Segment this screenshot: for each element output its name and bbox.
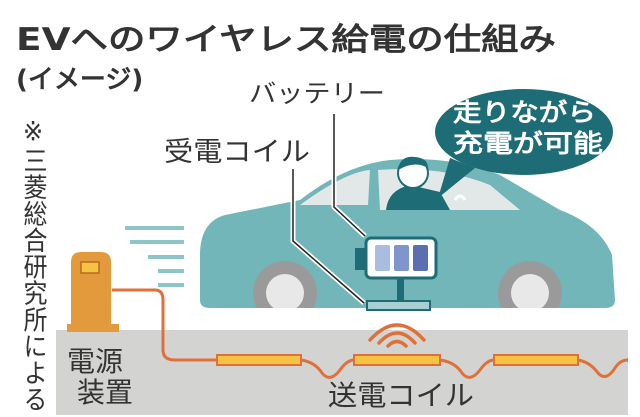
source-note: ※三菱総合研究所による (19, 116, 47, 412)
power-cable (112, 288, 629, 379)
transmitter-coils (216, 354, 579, 366)
power-unit-label-1: 電源 (67, 345, 123, 378)
wireless-wave-icon (368, 323, 426, 348)
receiver-coil-label: 受電コイル (164, 137, 310, 168)
power-unit-label-2: 装置 (77, 376, 133, 409)
leader-lines (290, 114, 367, 305)
title: EVへのワイヤレス給電の仕組み (16, 22, 556, 58)
speech-bubble: 走りながら 充電が可能 (435, 89, 613, 198)
road-ground (56, 330, 628, 415)
battery-icon (355, 236, 438, 311)
bubble-line-2: 充電が可能 (453, 129, 603, 158)
subtitle: (イメージ) (16, 65, 143, 95)
bubble-line-1: 走りながら (453, 98, 596, 127)
driver-icon (386, 156, 467, 210)
transmitter-coil-label: 送電コイル (328, 379, 474, 412)
electric-car (200, 156, 615, 325)
battery-label: バッテリー (249, 79, 385, 108)
charging-station-icon (67, 252, 119, 332)
receiver-coil (366, 300, 431, 311)
speed-lines (125, 226, 184, 287)
